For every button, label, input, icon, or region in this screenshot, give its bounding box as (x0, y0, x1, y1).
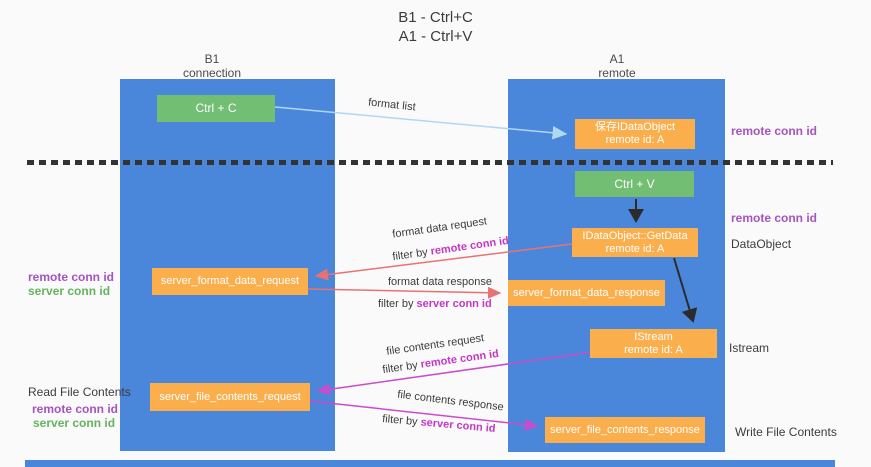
server-format-data-request-label: server_format_data_request (160, 275, 300, 287)
dataobject-label: DataObject (731, 237, 792, 251)
server-format-data-response-label: server_format_data_response (513, 286, 660, 299)
getdata-to-istream-arrow (673, 257, 698, 323)
remote-conn-id-right-top: remote conn id (731, 124, 818, 138)
server-file-contents-response-box: server_file_contents_response (545, 417, 705, 443)
ctrl-v-label: Ctrl + V (614, 176, 655, 191)
server-conn-id-left-top: server conn id (28, 284, 111, 298)
left-column-sub: connection (182, 66, 242, 80)
istream-line1: IStream (634, 330, 673, 343)
server-file-contents-request-label: server_file_contents_request (159, 390, 301, 403)
idataobject-getdata-box: IDataObject::GetData remote id: A (572, 228, 698, 257)
istream-box: IStream remote id: A (590, 329, 717, 358)
server-format-data-request-box: server_format_data_request (152, 268, 308, 295)
save-idataobject-line2: remote id: A (605, 134, 665, 146)
format-list-arrow (274, 106, 568, 140)
server-format-data-response-box: server_format_data_response (508, 280, 665, 306)
idataobject-getdata-line1: IDataObject::GetData (582, 229, 688, 242)
filter-by-server-conn-id-label-1: filter by server conn id (378, 298, 492, 310)
left-column-name: B1 (204, 52, 220, 66)
file-contents-response-arrow (309, 400, 539, 431)
filter-by-value-2: server conn id (416, 298, 492, 310)
istream-side-label: Istream (729, 341, 770, 355)
idataobject-getdata-line2: remote id: A (605, 242, 665, 255)
format-data-response-label: format data response (388, 276, 492, 288)
right-column-sub: remote (598, 66, 636, 80)
server-conn-id-left-bottom: server conn id (33, 416, 116, 430)
right-column-header: A1 remote (557, 52, 677, 80)
istream-line2: remote id: A (624, 343, 683, 356)
save-idataobject-box: 保存IDataObject remote id: A (575, 119, 695, 149)
server-file-contents-response-label: server_file_contents_response (550, 423, 700, 436)
format-data-request-arrow (314, 243, 573, 281)
diagram-title-line1: B1 - Ctrl+C (398, 9, 473, 26)
format-data-response-arrow (307, 286, 502, 299)
remote-conn-id-right-mid: remote conn id (731, 211, 818, 225)
read-file-contents-label: Read File Contents (28, 385, 131, 399)
right-column-name: A1 (609, 52, 625, 66)
diagram-title-line2: A1 - Ctrl+V (398, 28, 473, 45)
server-file-contents-request-box: server_file_contents_request (150, 383, 310, 411)
left-column-header: B1 connection (152, 52, 272, 80)
write-file-contents-label: Write File Contents (735, 425, 837, 439)
remote-conn-id-left-top: remote conn id (28, 270, 115, 284)
filter-by-prefix-2: filter by (378, 298, 417, 310)
phase-separator-dashed-line (27, 160, 833, 165)
ctrl-c-box: Ctrl + C (157, 95, 275, 122)
file-contents-request-arrow (316, 351, 593, 396)
bottom-lifeline-strip (25, 460, 835, 467)
remote-conn-id-left-bottom: remote conn id (32, 402, 119, 416)
save-idataobject-line1: 保存IDataObject (594, 121, 676, 133)
ctrl-v-box: Ctrl + V (575, 171, 694, 197)
ctrl-c-label: Ctrl + C (195, 101, 237, 115)
